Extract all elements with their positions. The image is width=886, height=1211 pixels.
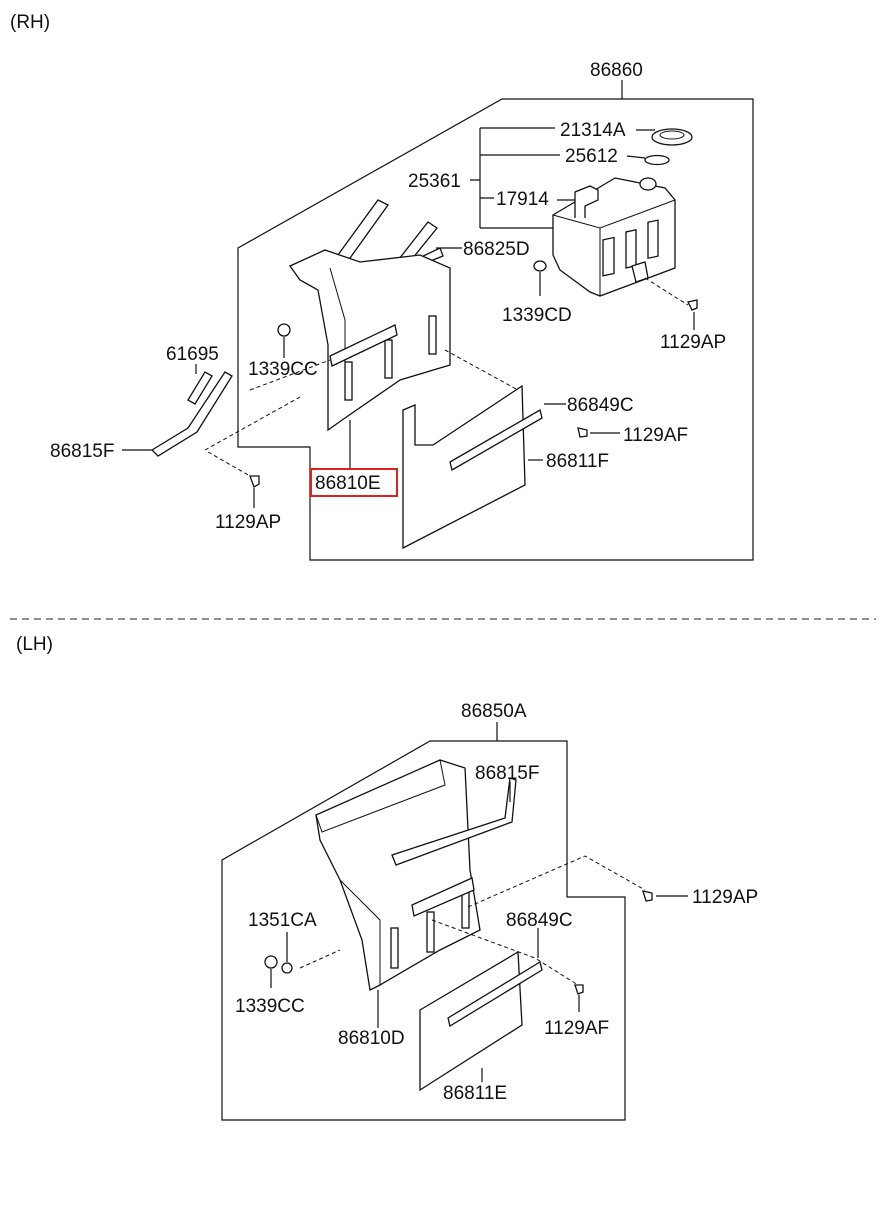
rh-section-label: (RH) xyxy=(10,12,50,33)
mudguard-86810d-part xyxy=(315,759,481,991)
lh-label-1129AF[interactable]: 1129AF xyxy=(544,1018,609,1039)
rh-label-1339CC[interactable]: 1339CC xyxy=(248,359,318,380)
rh-dash-align-2 xyxy=(207,451,251,477)
rh-dash-align-3 xyxy=(444,349,519,391)
rh-label-1129AP-tank[interactable]: 1129AP xyxy=(660,332,726,353)
rh-label-25361[interactable]: 25361 xyxy=(408,171,461,192)
rh-label-86811F[interactable]: 86811F xyxy=(546,451,609,472)
rh-label-1129AF[interactable]: 1129AF xyxy=(623,425,688,446)
bolt-1129ap-tank-part xyxy=(644,277,698,330)
rh-dash-align-1 xyxy=(204,396,301,451)
rh-leader-25361-bracket xyxy=(470,127,560,229)
rh-label-1129AP-bottom[interactable]: 1129AP xyxy=(215,512,281,533)
rh-assembly-frame xyxy=(237,98,754,561)
lh-label-86811E[interactable]: 86811E xyxy=(443,1083,507,1104)
bolt-1129af-part xyxy=(577,427,620,438)
lh-label-1129AP[interactable]: 1129AP xyxy=(692,887,758,908)
lh-section-label: (LH) xyxy=(16,634,53,655)
lh-dash-align-1 xyxy=(467,855,646,908)
rh-label-17914[interactable]: 17914 xyxy=(496,189,549,210)
strip-61695-part xyxy=(187,371,213,405)
nut-1339cd-part xyxy=(533,260,547,296)
rh-label-86815F[interactable]: 86815F xyxy=(50,441,114,462)
strip-86815f-part xyxy=(150,371,233,457)
rh-label-86825D[interactable]: 86825D xyxy=(463,239,530,260)
gasket-part xyxy=(644,154,670,166)
rh-label-86810E[interactable]: 86810E xyxy=(315,473,381,494)
rh-highlight-86810E xyxy=(310,468,398,497)
lh-label-86850A[interactable]: 86850A xyxy=(461,701,527,722)
rh-label-21314A[interactable]: 21314A xyxy=(560,120,626,141)
lh-label-86810D[interactable]: 86810D xyxy=(338,1028,405,1049)
lh-washer-nut-part xyxy=(264,932,341,988)
rh-leader-25612 xyxy=(626,155,646,159)
washer-tank-part xyxy=(552,177,676,297)
rh-label-61695[interactable]: 61695 xyxy=(166,344,219,365)
lh-label-1351CA[interactable]: 1351CA xyxy=(248,910,317,931)
lh-bolt-1129ap-part xyxy=(642,890,688,902)
rh-label-86849C[interactable]: 86849C xyxy=(567,395,634,416)
mudguard-86810e-part xyxy=(289,249,451,432)
lh-label-86849C[interactable]: 86849C xyxy=(506,910,573,931)
lh-strip-86815f-part xyxy=(391,777,517,866)
lh-label-1339CC[interactable]: 1339CC xyxy=(235,996,305,1017)
lh-assembly-frame xyxy=(221,740,626,1121)
rh-label-1339CD[interactable]: 1339CD xyxy=(502,305,572,326)
lh-bolt-1129af-part xyxy=(574,984,584,1012)
nut-1339cc-part xyxy=(249,323,331,391)
flap-86811f-part xyxy=(402,384,543,550)
bolt-1129ap-bottom-part xyxy=(249,475,260,508)
cap-ring-part xyxy=(651,128,693,146)
rh-label-25612[interactable]: 25612 xyxy=(565,146,618,167)
lh-label-86815F[interactable]: 86815F xyxy=(475,763,539,784)
lh-flap-86811e-part xyxy=(419,919,579,1092)
rh-label-86860[interactable]: 86860 xyxy=(590,60,643,81)
